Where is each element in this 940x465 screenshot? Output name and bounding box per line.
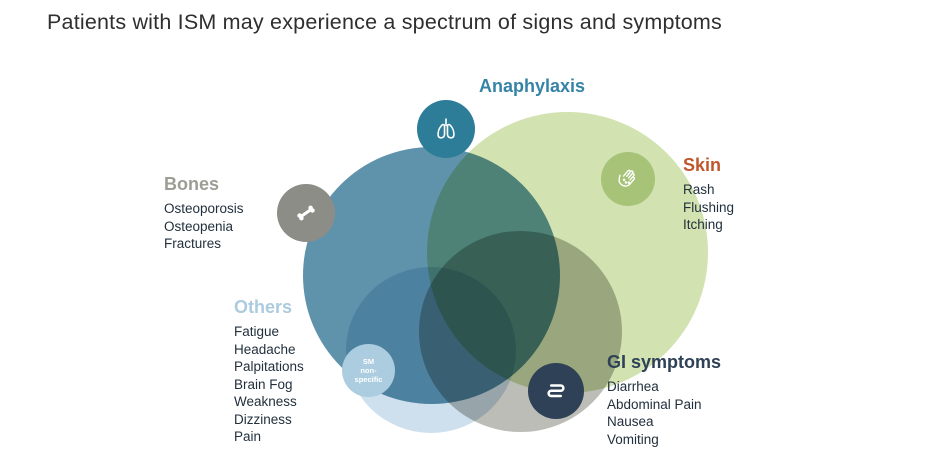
others-item: Headache bbox=[234, 341, 296, 357]
sm-nonspecific-badge: SM non- specific bbox=[342, 344, 395, 397]
hand-rash-icon bbox=[618, 169, 636, 187]
gi-label: GI symptoms bbox=[607, 352, 722, 372]
bones-label: Bones bbox=[164, 174, 220, 194]
gi-item: Nausea bbox=[607, 414, 654, 429]
bones-item: Osteopenia bbox=[164, 218, 234, 234]
others-item: Fatigue bbox=[234, 324, 280, 339]
bones-item: Fractures bbox=[164, 236, 222, 251]
lungs-icon bbox=[437, 118, 455, 139]
skin-item: Flushing bbox=[683, 199, 735, 215]
sm-text-line: specific bbox=[354, 375, 383, 384]
skin-item: Itching bbox=[683, 217, 723, 232]
skin-item: Rash bbox=[683, 182, 715, 197]
others-item: Pain bbox=[234, 429, 262, 444]
intestines-icon bbox=[547, 384, 565, 398]
page-title: Patients with ISM may experience a spect… bbox=[47, 10, 722, 34]
gi-group: GI symptoms Diarrhea Abdominal Pain Naus… bbox=[607, 352, 721, 448]
gi-item: Vomiting bbox=[607, 431, 659, 447]
gi-item: Diarrhea bbox=[607, 379, 659, 394]
sm-text-line: SM bbox=[362, 357, 375, 366]
others-label: Others bbox=[234, 297, 293, 317]
others-item: Weakness bbox=[234, 394, 297, 409]
skin-badge bbox=[601, 152, 655, 206]
skin-group: Skin Rash Flushing Itching bbox=[683, 155, 734, 234]
others-item: Palpitations bbox=[234, 359, 304, 374]
others-group: Others Fatigue Headache Palpitations Bra… bbox=[234, 297, 304, 446]
anaphylaxis-badge bbox=[417, 100, 475, 158]
sm-text-line: non- bbox=[360, 366, 377, 375]
others-item: Dizziness bbox=[234, 411, 292, 427]
bones-group: Bones Osteoporosis Osteopenia Fractures bbox=[164, 174, 244, 253]
skin-label: Skin bbox=[683, 155, 722, 175]
anaphylaxis-label: Anaphylaxis bbox=[479, 76, 586, 96]
bones-item: Osteoporosis bbox=[164, 201, 244, 216]
bones-badge bbox=[277, 184, 335, 242]
others-item: Brain Fog bbox=[234, 376, 293, 392]
gi-badge bbox=[528, 363, 584, 419]
gi-item: Abdominal Pain bbox=[607, 396, 702, 412]
bone-icon bbox=[297, 205, 315, 221]
